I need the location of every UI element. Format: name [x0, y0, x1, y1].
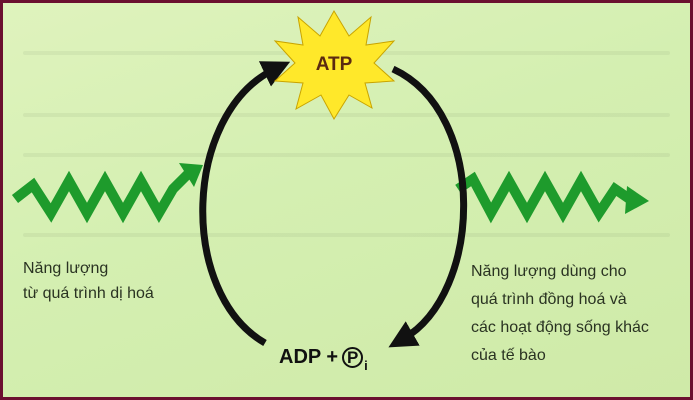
adp-pi-label: ADP + P i: [279, 342, 368, 373]
output-energy-label: Năng lượng dùng cho quá trình đồng hoá v…: [471, 263, 649, 364]
phosphate-circle-icon: P: [342, 347, 364, 368]
phosphate-symbol: P: [346, 347, 359, 367]
input-energy-label: Năng lượng từ quá trình dị hoá: [23, 260, 154, 302]
atp-label: ATP: [316, 54, 353, 75]
atp-starburst-icon: [273, 10, 396, 120]
input-energy-arrow: [11, 163, 203, 224]
output-energy-arrow: [455, 170, 649, 224]
atp-cycle-diagram: ATP: [11, 10, 649, 348]
background-texture: [23, 113, 670, 117]
synthesis-arc-arrow: [199, 61, 291, 347]
background-texture: [23, 233, 670, 237]
adp-text: ADP +: [279, 346, 339, 368]
hydrolysis-arc-arrow: [388, 65, 468, 348]
background-texture: [23, 153, 670, 157]
phosphate-subscript: i: [364, 358, 368, 373]
